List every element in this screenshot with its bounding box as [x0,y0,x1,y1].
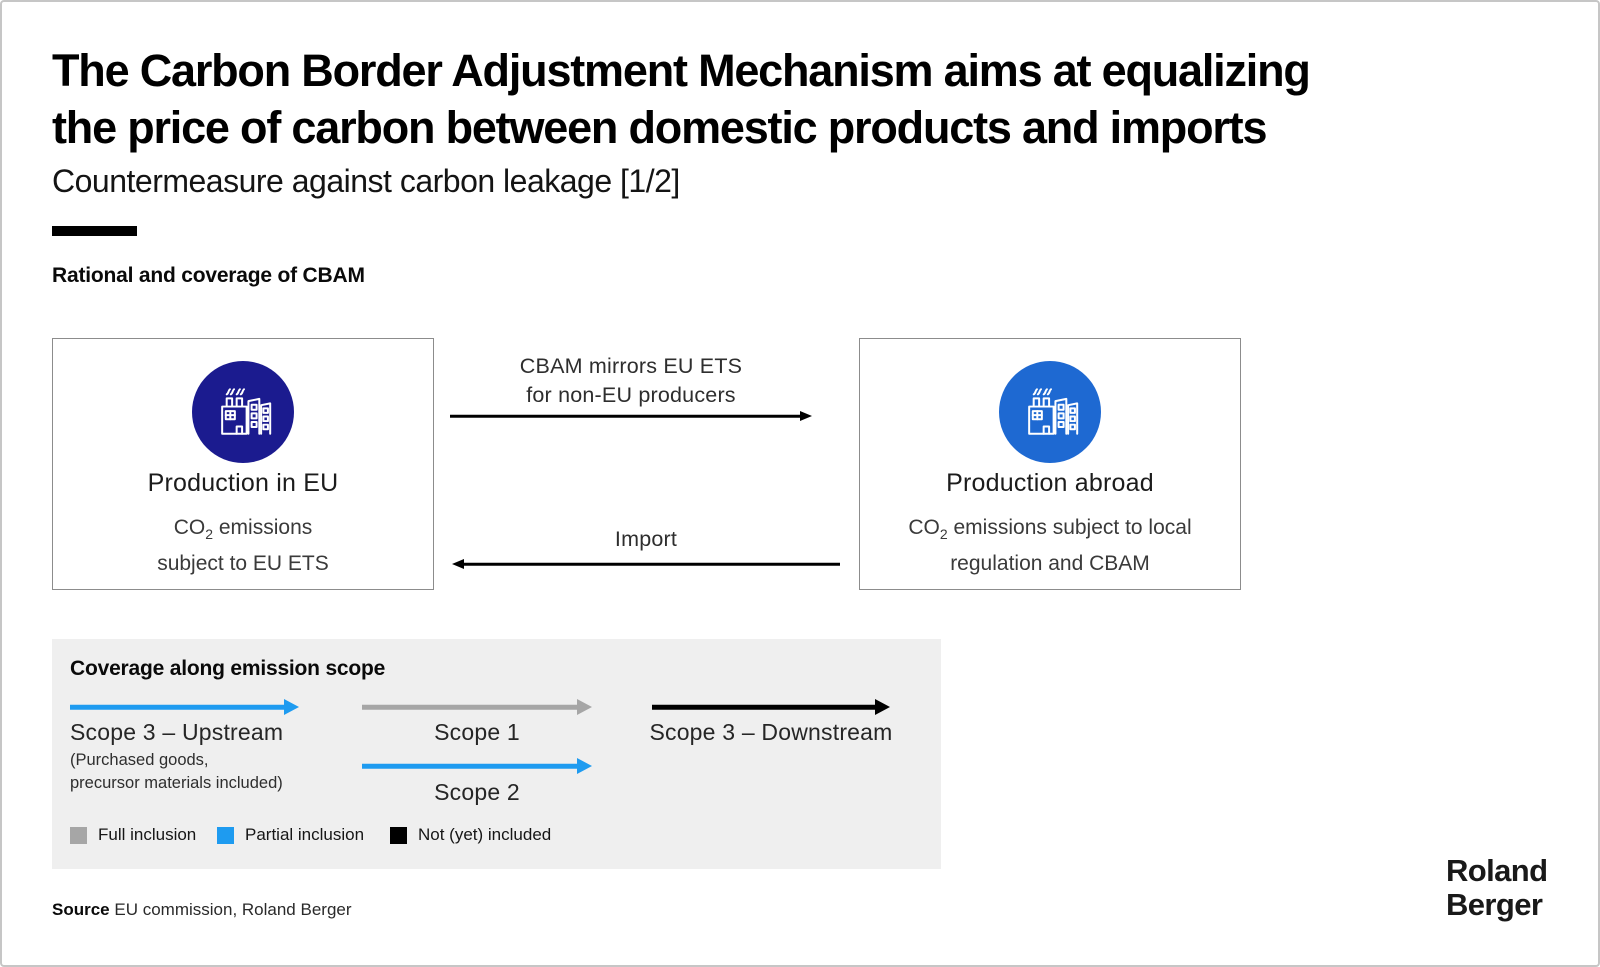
source-label: Source [52,900,110,919]
production-eu-title: Production in EU [147,469,339,497]
production-eu-description: CO2 emissions subject to EU ETS [157,516,329,576]
icon-circle-blue [999,361,1101,463]
arrow-head-right-icon [577,758,592,774]
divider-bar [52,226,137,236]
import-arrow-label: Import [614,527,678,551]
production-abroad-title: Production abroad [946,469,1154,497]
scope3-upstream-label: Scope 3 – Upstream [70,719,284,745]
title-line-1: The Carbon Border Adjustment Mechanism a… [52,45,1311,96]
scope3-upstream-arrow [70,698,299,716]
roland-berger-logo: Roland Berger [1446,853,1548,922]
page-subtitle: Countermeasure against carbon leakage [1… [52,163,680,199]
scope3-upstream-note: (Purchased goods, precursor materials in… [70,751,283,792]
scope2-label: Scope 2 [434,779,520,805]
cbam-arrow-label: CBAM mirrors EU ETS for non-EU producers [519,354,743,407]
arrow-head-right-icon [875,699,890,715]
legend-swatch-black [390,826,407,844]
arrow-head-left-icon [452,559,464,569]
scope3-downstream-label: Scope 3 – Downstream [649,719,893,745]
source-text: EU commission, Roland Berger [109,900,352,919]
factory-icon [1028,388,1079,435]
factory-icon [221,388,272,435]
legend-item-full-inclusion: Full inclusion [70,825,196,845]
scope3-downstream-arrow [652,698,890,716]
arrow-head-right-icon [577,699,592,715]
scope1-label: Scope 1 [434,719,520,745]
import-arrow [452,556,840,572]
source-line: Source EU commission, Roland Berger [52,900,352,920]
production-eu-box: Production in EU CO2 emissions subject t… [52,338,434,590]
production-abroad-description: CO2 emissions subject to local regulatio… [908,516,1192,576]
legend-swatch-gray [70,826,87,844]
scope2-arrow [362,757,592,775]
cbam-arrow [450,408,812,424]
icon-circle-navy [192,361,294,463]
arrow-head-right-icon [284,699,299,715]
section-heading: Rational and coverage of CBAM [52,264,365,287]
legend-item-not-yet-included: Not (yet) included [390,825,551,845]
scope1-arrow [362,698,592,716]
page-title: The Carbon Border Adjustment Mechanism a… [52,42,1552,156]
title-line-2: the price of carbon between domestic pro… [52,102,1268,153]
legend-swatch-blue [217,826,234,844]
production-abroad-box: Production abroad CO2 emissions subject … [859,338,1241,590]
coverage-panel-heading: Coverage along emission scope [70,657,386,680]
coverage-panel: Coverage along emission scope Scope 3 – … [52,639,941,869]
legend-item-partial-inclusion: Partial inclusion [217,825,364,845]
arrow-head-right-icon [800,411,812,421]
